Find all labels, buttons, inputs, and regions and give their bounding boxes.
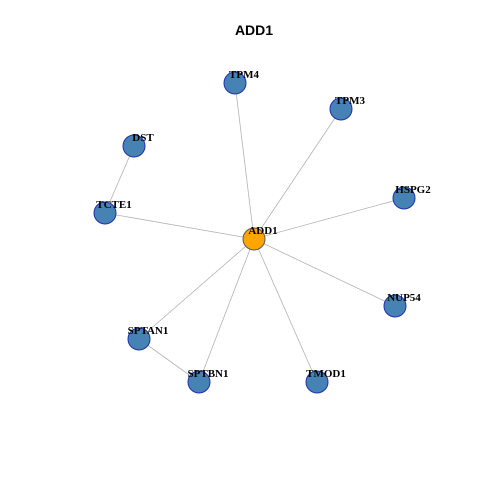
node-hspg2[interactable] xyxy=(392,186,416,210)
node-label-tpm4: TPM4 xyxy=(229,69,259,81)
edge-add1-tcte1 xyxy=(104,212,255,240)
node-dst[interactable] xyxy=(122,134,146,158)
node-label-tmod1: TMOD1 xyxy=(306,368,346,380)
edge-add1-tpm3 xyxy=(253,108,342,240)
node-layer xyxy=(93,71,416,394)
graph-title: ADD1 xyxy=(235,22,273,38)
node-label-add1: ADD1 xyxy=(248,225,277,237)
edge-add1-nup54 xyxy=(253,238,396,307)
edge-sptan1-sptbn1 xyxy=(138,338,200,383)
edge-dst-tcte1 xyxy=(104,145,135,214)
edge-add1-tpm4 xyxy=(234,82,255,240)
node-label-dst: DST xyxy=(132,132,154,144)
edge-add1-sptbn1 xyxy=(198,238,255,383)
node-nup54[interactable] xyxy=(383,294,407,318)
node-label-nup54: NUP54 xyxy=(387,292,421,304)
node-sptan1[interactable] xyxy=(127,327,151,351)
node-add1[interactable] xyxy=(242,227,266,251)
node-tcte1[interactable] xyxy=(93,201,117,225)
node-label-hspg2: HSPG2 xyxy=(395,184,431,196)
node-tpm3[interactable] xyxy=(329,97,353,121)
node-sptbn1[interactable] xyxy=(187,370,211,394)
node-label-sptan1: SPTAN1 xyxy=(128,325,169,337)
edge-add1-tmod1 xyxy=(253,238,318,383)
node-label-tcte1: TCTE1 xyxy=(96,199,131,211)
node-tmod1[interactable] xyxy=(305,370,329,394)
node-label-tpm3: TPM3 xyxy=(335,95,365,107)
edge-add1-hspg2 xyxy=(253,197,405,240)
edge-add1-sptan1 xyxy=(138,238,255,340)
edge-layer xyxy=(104,82,405,383)
node-tpm4[interactable] xyxy=(223,71,247,95)
node-label-sptbn1: SPTBN1 xyxy=(188,368,229,380)
